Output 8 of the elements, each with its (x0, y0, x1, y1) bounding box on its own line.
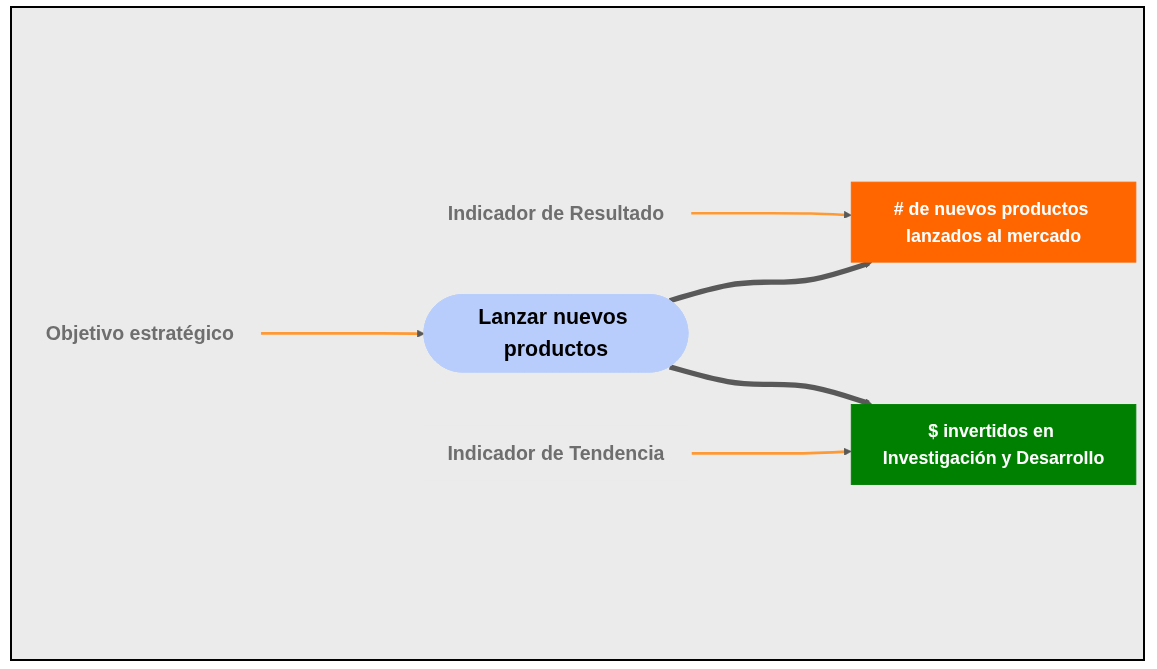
node-text: Indicador de Resultado (447, 202, 665, 225)
node-text: Indicador de Tendencia (447, 442, 665, 465)
arrow (691, 448, 852, 456)
arrow (260, 329, 425, 338)
node-box: # de nuevos productos lanzados al mercado (850, 181, 1137, 263)
node-box: $ invertidos en Investigación y Desarrollo (850, 404, 1137, 486)
arrow (690, 211, 852, 219)
node-text: Objetivo estratégico (45, 322, 234, 345)
